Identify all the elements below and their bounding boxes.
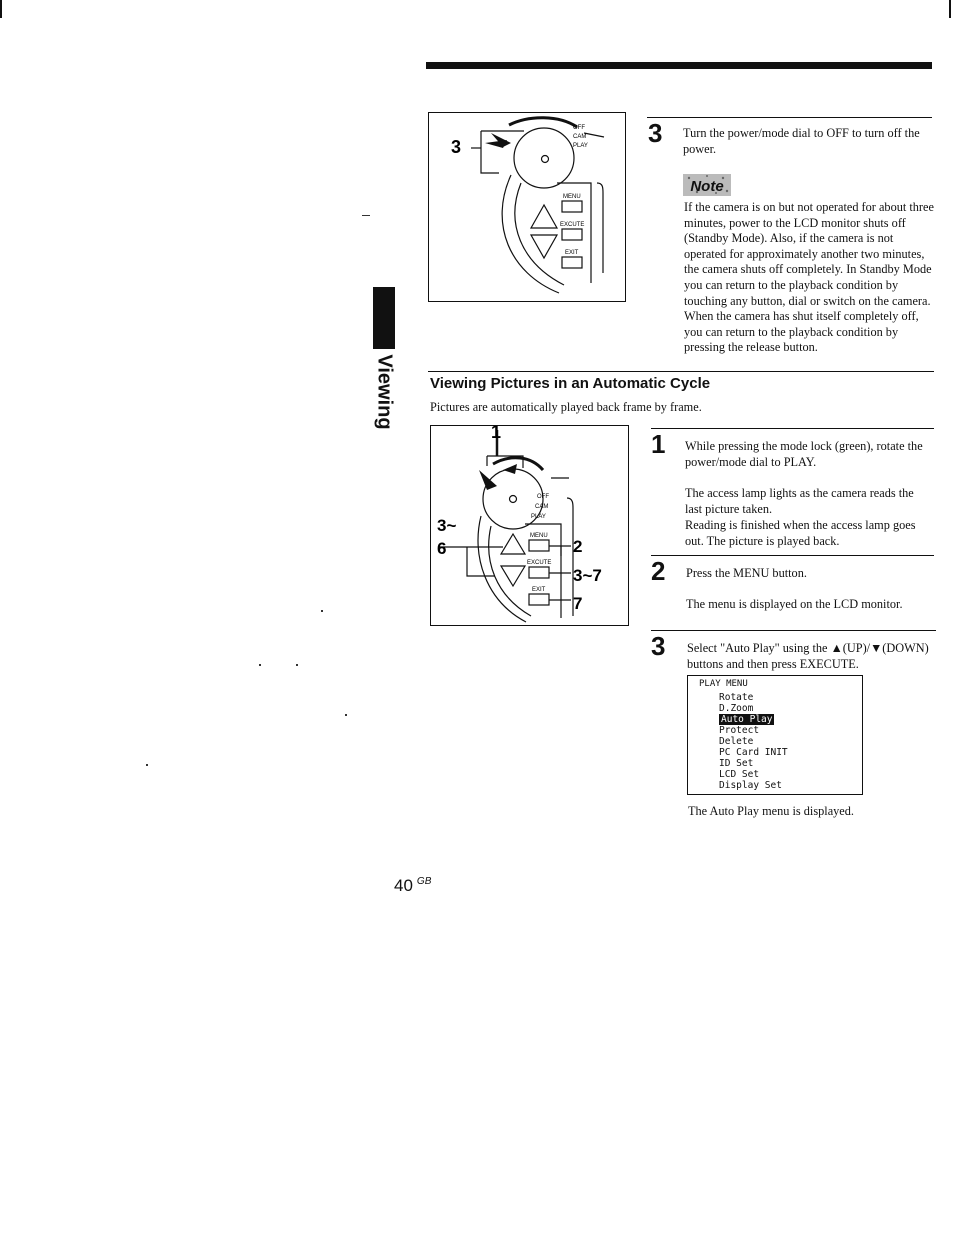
dial-label: OFF xyxy=(573,125,585,131)
note-badge-text: Note xyxy=(690,178,723,195)
callout-number: 7 xyxy=(573,594,582,613)
button-label: EXIT xyxy=(532,587,546,593)
button-label: MENU xyxy=(530,533,548,539)
section-intro: Pictures are automatically played back f… xyxy=(430,400,702,414)
button-label: EXCUTE xyxy=(560,222,584,228)
step-text: While pressing the mode lock (green), ro… xyxy=(685,439,923,469)
step-rule xyxy=(647,117,932,118)
dial-label: OFF xyxy=(537,494,549,500)
step-detail: The access lamp lights as the camera rea… xyxy=(685,486,914,516)
callout-number: 3 xyxy=(451,137,461,157)
step-rule xyxy=(651,630,936,631)
dial-label: PLAY xyxy=(573,143,588,149)
lcd-menu-item: Protect xyxy=(719,725,760,736)
chapter-tab: Viewing xyxy=(360,352,408,432)
lcd-menu-item: Delete xyxy=(719,736,754,747)
lcd-menu-item: D.Zoom xyxy=(719,703,754,714)
camera-dial-illustration: 1 3~ 6 2 3~7 7 OFF CAM PLAY MENU EXCUTE … xyxy=(437,422,602,623)
lcd-menu-item: Display Set xyxy=(719,780,782,791)
chapter-tab-label: Viewing xyxy=(373,354,396,430)
scan-speck xyxy=(259,664,261,666)
lcd-menu-title: PLAY MENU xyxy=(699,679,748,689)
step-number: 3 xyxy=(648,118,663,148)
step-number: 3 xyxy=(651,631,666,661)
step-rule xyxy=(651,555,934,556)
scan-speck xyxy=(146,764,148,766)
step-detail: Reading is finished when the access lamp… xyxy=(685,518,916,548)
lcd-menu-item: Rotate xyxy=(719,692,754,703)
page-edge-mark xyxy=(0,0,2,18)
button-label: MENU xyxy=(563,194,581,200)
scan-speck xyxy=(321,610,323,612)
button-label: EXCUTE xyxy=(527,560,551,566)
lcd-menu-item-selected: Auto Play xyxy=(719,714,775,725)
step-after-text: The Auto Play menu is displayed. xyxy=(688,804,854,818)
figure-power-off: 3 OFF CAM PLAY MENU EXCUTE EXIT xyxy=(428,112,626,302)
header-rule xyxy=(426,62,932,69)
page-number-suffix: GB xyxy=(416,876,432,888)
note-icon: Note xyxy=(683,172,731,198)
dial-label: PLAY xyxy=(531,514,546,520)
dial-label: CAM xyxy=(573,134,586,140)
page-number-value: 40 xyxy=(394,876,413,895)
step-text: Select "Auto Play" using the ▲(UP)/▼(DOW… xyxy=(687,641,929,671)
step-text: Press the MENU button. xyxy=(686,566,807,580)
camera-dial-illustration: 3 OFF CAM PLAY MENU EXCUTE EXIT xyxy=(451,116,605,294)
scan-speck xyxy=(296,664,298,666)
section-title: Viewing Pictures in an Automatic Cycle xyxy=(430,375,711,392)
callout-number: 6 xyxy=(437,539,446,558)
dial-label: CAM xyxy=(535,504,548,510)
page-edge-mark xyxy=(949,0,951,18)
callout-number: 3~7 xyxy=(573,566,602,585)
button-label: EXIT xyxy=(565,250,579,256)
step-number: 2 xyxy=(651,556,666,586)
step-text: Turn the power/mode dial to OFF to turn … xyxy=(683,126,920,156)
scan-speck xyxy=(362,215,370,216)
callout-number: 2 xyxy=(573,537,582,556)
section-rule xyxy=(428,371,934,372)
lcd-menu-screen: PLAY MENU Rotate D.Zoom Auto Play Protec… xyxy=(687,675,863,795)
lcd-menu-item: ID Set xyxy=(719,758,754,769)
step-number: 1 xyxy=(651,429,666,459)
scan-speck xyxy=(345,714,347,716)
callout-number: 3~ xyxy=(437,516,456,535)
callout-number: 1 xyxy=(491,426,501,442)
lcd-menu-item: LCD Set xyxy=(719,769,760,780)
note-text: If the camera is on but not operated for… xyxy=(684,200,934,355)
lcd-menu-list: Rotate D.Zoom Auto Play Protect Delete P… xyxy=(719,692,788,791)
step-rule xyxy=(651,428,934,429)
chapter-marker xyxy=(373,287,395,349)
step-detail: The menu is displayed on the LCD monitor… xyxy=(686,597,903,611)
lcd-menu-item: PC Card INIT xyxy=(719,747,788,758)
figure-auto-play: 1 3~ 6 2 3~7 7 OFF CAM PLAY MENU EXCUTE … xyxy=(430,422,629,626)
